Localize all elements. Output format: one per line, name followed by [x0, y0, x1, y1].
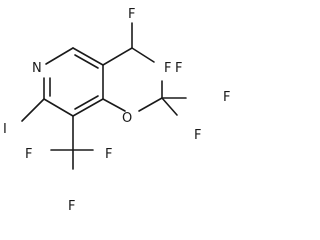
- bond-ocf3-f-bottom: [161, 97, 178, 116]
- bond-chf2-f-right: [131, 47, 155, 63]
- bond-c3-c2: [43, 98, 74, 117]
- atom-f-ocf3-bottom: F: [194, 128, 201, 143]
- atom-i: I: [3, 122, 7, 137]
- atom-f-cf3-left: F: [25, 147, 32, 162]
- atom-f-cf3-right: F: [105, 147, 112, 162]
- bond-c6-c5-double: [74, 54, 99, 69]
- bond-o-cf3: [138, 97, 163, 112]
- atom-f-chf2-top: F: [128, 7, 135, 22]
- atom-f-ocf3-top: F: [164, 61, 171, 76]
- bond-c5-chf2: [102, 47, 133, 66]
- atom-f-ocf3-right: F: [223, 90, 230, 105]
- bond-c6-c5: [72, 47, 104, 66]
- bond-c4-c3: [72, 98, 104, 117]
- bond-c2-i: [21, 98, 45, 122]
- molecule-structure: N I O F F F F F F F F: [3, 7, 230, 214]
- atom-f-cf3-center: F: [68, 199, 75, 214]
- bond-c4-o: [102, 98, 126, 112]
- molecule-canvas: N I O F F F F F F F F: [3, 7, 230, 214]
- bond-n-c6: [45, 47, 74, 65]
- atom-o: O: [122, 111, 132, 126]
- bond-c4-c3-double: [74, 95, 99, 110]
- atom-n: N: [32, 61, 42, 76]
- atom-f-chf2-right: F: [175, 61, 182, 76]
